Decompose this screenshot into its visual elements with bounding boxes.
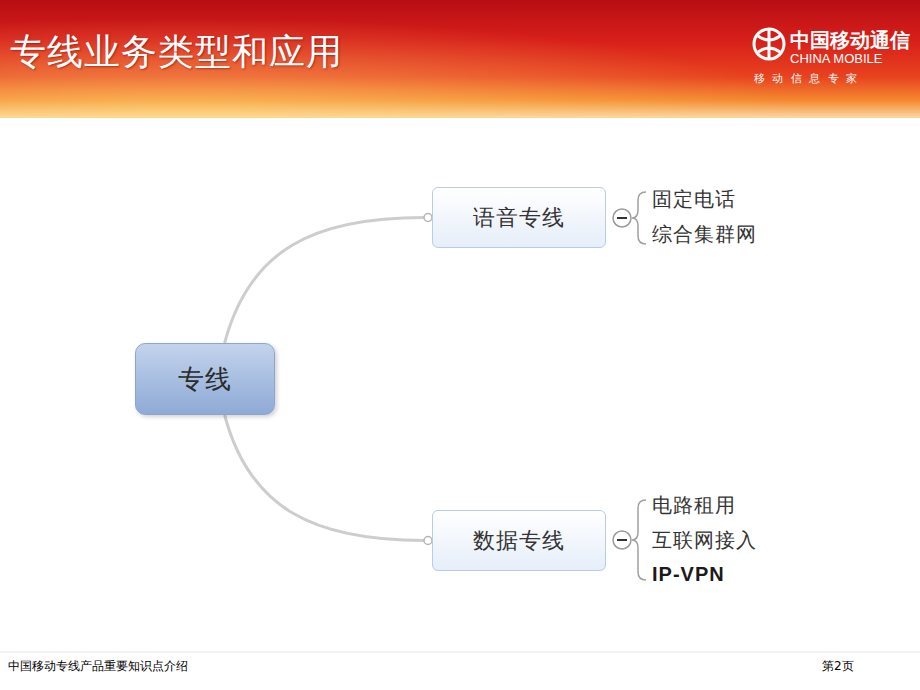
leaf-topic: 综合集群网 (652, 221, 757, 248)
logo-name: 中国移动通信 (790, 27, 910, 54)
bracket (632, 500, 646, 580)
branch-topic: 数据专线 (432, 510, 606, 571)
logo-icon (754, 29, 784, 59)
collapse-toggle (613, 531, 631, 549)
topic-text: 语音专线 (473, 203, 565, 233)
leaf-topic: IP-VPN (652, 563, 725, 586)
page-number: 第2页 (822, 658, 854, 675)
bracket (632, 192, 646, 244)
footer-rule (0, 652, 920, 653)
branch-connector (225, 415, 432, 545)
footer-text: 中国移动专线产品重要知识点介绍 (8, 658, 188, 675)
logo-slogan: 移 动 信 息 专 家 (754, 71, 859, 86)
topic-text: 专线 (178, 362, 232, 397)
topic-text: 数据专线 (473, 526, 565, 556)
leaf-topic: 固定电话 (652, 186, 736, 213)
branch-connector (225, 214, 432, 344)
collapse-toggle (613, 209, 631, 227)
root-topic: 专线 (135, 343, 275, 415)
slide-title: 专线业务类型和应用 (10, 28, 343, 77)
leaf-topic: 电路租用 (652, 492, 736, 519)
leaf-topic: 互联网接入 (652, 527, 757, 554)
branch-topic: 语音专线 (432, 187, 606, 248)
logo-name-en: CHINA MOBILE (790, 51, 882, 66)
